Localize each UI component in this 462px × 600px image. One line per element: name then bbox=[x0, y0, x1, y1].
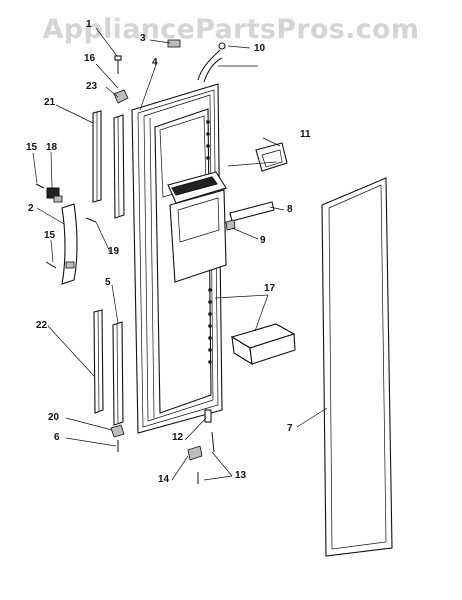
watermark: AppliancePartsPros.com bbox=[42, 14, 420, 45]
door-holes bbox=[206, 120, 212, 364]
lower-trim-strips bbox=[93, 309, 124, 426]
callout-16: 16 bbox=[84, 53, 96, 64]
callout-22: 22 bbox=[36, 320, 48, 331]
callout-1: 1 bbox=[86, 19, 92, 30]
callout-6: 6 bbox=[54, 432, 60, 443]
callout-19: 19 bbox=[108, 246, 120, 257]
callout-20: 20 bbox=[48, 412, 60, 423]
callout-4: 4 bbox=[152, 57, 158, 68]
door-handle bbox=[46, 187, 78, 285]
callout-17: 17 bbox=[264, 283, 276, 294]
screws bbox=[35, 55, 199, 484]
callout-18: 18 bbox=[46, 142, 58, 153]
hinge-brackets bbox=[110, 89, 129, 438]
callout-14: 14 bbox=[158, 474, 170, 485]
callout-15-bottom: 15 bbox=[44, 230, 56, 241]
callout-13: 13 bbox=[235, 470, 247, 481]
callout-23: 23 bbox=[86, 81, 98, 92]
callout-3: 3 bbox=[140, 33, 146, 44]
callout-8: 8 bbox=[287, 204, 293, 215]
callout-11: 11 bbox=[300, 129, 311, 140]
small-bin bbox=[255, 142, 288, 172]
callout-9: 9 bbox=[260, 235, 266, 246]
upper-trim-strips bbox=[92, 110, 125, 219]
callout-15-top: 15 bbox=[26, 142, 38, 153]
callout-21: 21 bbox=[44, 97, 56, 108]
bottom-hinge bbox=[187, 409, 215, 461]
door-bin bbox=[230, 323, 296, 366]
door-gasket bbox=[321, 177, 393, 557]
dispenser-trim bbox=[225, 201, 275, 231]
callout-5: 5 bbox=[105, 277, 111, 288]
callout-2: 2 bbox=[28, 203, 34, 214]
callout-7: 7 bbox=[287, 423, 293, 434]
wire-harness bbox=[167, 39, 226, 83]
dispenser-housing bbox=[167, 171, 227, 283]
callout-12: 12 bbox=[172, 432, 184, 443]
leader-lines bbox=[32, 27, 328, 481]
callout-10: 10 bbox=[254, 43, 266, 54]
